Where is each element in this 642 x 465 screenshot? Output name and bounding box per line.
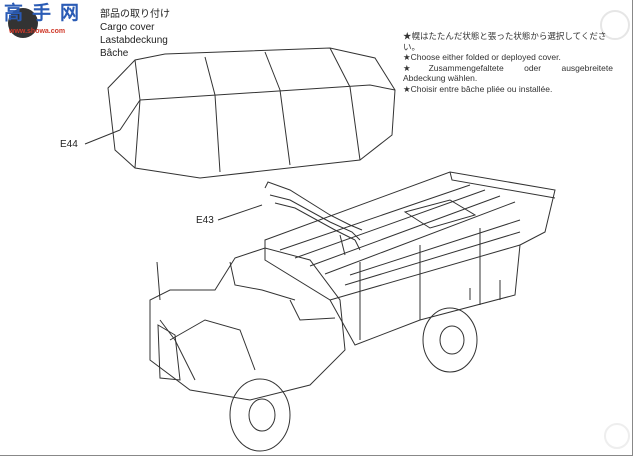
note-en: ★Choose either folded or deployed cover. bbox=[403, 52, 561, 62]
truck-cab bbox=[149, 247, 346, 401]
note-fr: ★Choisir entre bâche pliée ou installée. bbox=[403, 83, 553, 94]
watermark-url: www.showa.com bbox=[9, 28, 66, 35]
watermark-logo: 高手网 bbox=[4, 3, 89, 24]
part-label-e44: E44 bbox=[60, 139, 78, 150]
truck-body bbox=[264, 171, 556, 346]
instruction-note: ★幌はたたんだ状態と張った状態から選択してください。 ★Choose eithe… bbox=[403, 31, 613, 94]
step-badge bbox=[8, 8, 38, 38]
part-label-e43: E43 bbox=[196, 215, 214, 226]
page-frame bbox=[0, 0, 633, 456]
leader-e44 bbox=[84, 129, 121, 145]
title-de: Lastabdeckung bbox=[100, 35, 168, 46]
note-de-2: Abdeckung wählen. bbox=[403, 73, 478, 83]
title-en: Cargo cover bbox=[100, 22, 155, 33]
step-number-ghost bbox=[600, 10, 630, 40]
title-jp: 部品の取り付け bbox=[100, 9, 170, 20]
title-fr: Bâche bbox=[100, 48, 129, 59]
step-title: 部品の取り付け Cargo cover Lastabdeckung Bâche bbox=[100, 8, 170, 60]
leader-e43 bbox=[217, 204, 263, 221]
note-de-1: ★Zusammengefaltete oder ausgebreitete bbox=[403, 62, 613, 73]
cargo-cover-part bbox=[107, 47, 396, 179]
wheels bbox=[229, 307, 478, 452]
page-number-ghost bbox=[604, 423, 630, 449]
note-jp: ★幌はたたんだ状態と張った状態から選択してください。 bbox=[403, 31, 607, 52]
cover-frame-part bbox=[264, 181, 363, 256]
